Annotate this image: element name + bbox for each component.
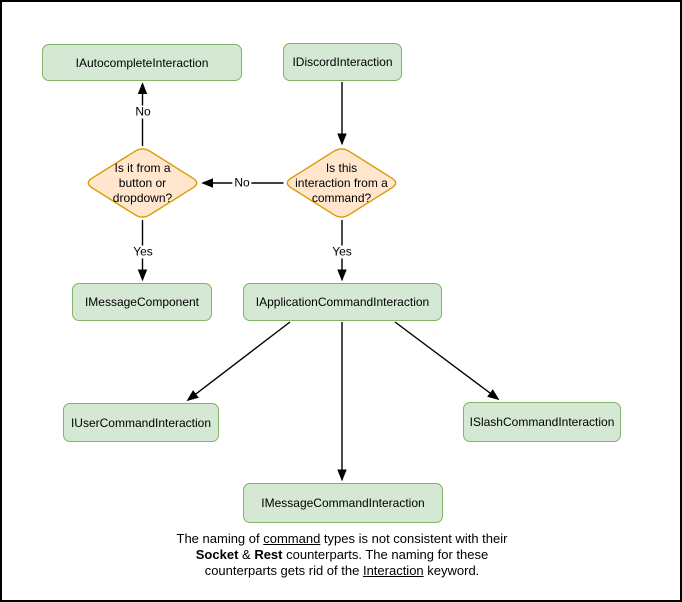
caption-underline-interaction: Interaction: [362, 563, 424, 578]
caption-text: &: [238, 547, 255, 562]
caption-underline-command: command: [263, 531, 321, 546]
node-autocomplete-interaction: IAutocompleteInteraction: [42, 44, 242, 81]
caption-text: counterparts gets rid of the: [204, 563, 363, 578]
caption-note: The naming of command types is not consi…: [152, 531, 532, 579]
edge-label-yes-left: Yes: [131, 244, 155, 259]
decision-component-shape: [87, 148, 198, 218]
caption-bold-socket: Socket: [195, 547, 239, 562]
caption-text: keyword.: [423, 563, 480, 578]
node-message-command-interaction: IMessageCommandInteraction: [243, 483, 443, 523]
edge-appcommand-to-slashcommand: [394, 321, 498, 399]
node-discord-interaction: IDiscordInteraction: [283, 43, 402, 81]
caption-bold-rest: Rest: [254, 547, 283, 562]
decision-command-shape: [286, 148, 397, 218]
caption-text: types is not consistent with their: [320, 531, 508, 546]
edge-label-no-left: No: [232, 175, 252, 190]
caption-text: counterparts. The naming for these: [282, 547, 489, 562]
edge-appcommand-to-usercommand: [188, 321, 291, 400]
edge-label-yes-right: Yes: [330, 244, 354, 259]
node-slash-command-interaction: ISlashCommandInteraction: [463, 402, 621, 442]
caption-line-2: Socket & Rest counterparts. The naming f…: [152, 547, 532, 563]
caption-line-3: counterparts gets rid of the Interaction…: [152, 563, 532, 579]
caption-line-1: The naming of command types is not consi…: [152, 531, 532, 547]
node-user-command-interaction: IUserCommandInteraction: [63, 403, 219, 442]
caption-text: The naming of: [176, 531, 264, 546]
edge-label-no-up: No: [133, 104, 153, 119]
node-message-component: IMessageComponent: [72, 283, 212, 321]
node-application-command-interaction: IApplicationCommandInteraction: [243, 283, 442, 321]
